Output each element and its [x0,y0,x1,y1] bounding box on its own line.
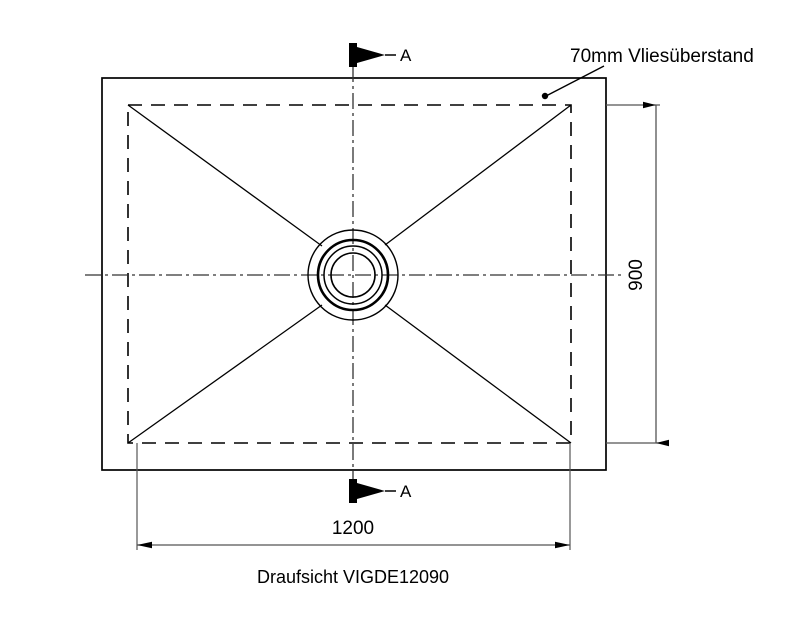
drain-outer-circle [307,229,399,321]
centre-lines [85,66,625,487]
inner-panel-outline [127,104,572,444]
inner-panel-dashed-rect [127,104,572,444]
section-mark-bottom-bar [349,479,357,503]
section-arrow-bottom-icon [357,483,385,499]
drain-ring-circle [316,238,390,312]
section-mark-a-bottom: A [349,479,412,503]
slope-diagonals [127,104,572,444]
outer-panel-rect [101,77,607,471]
slope-line-top-left [127,104,323,247]
section-mark-a-top: A [349,43,412,67]
slope-line-top-right [384,104,572,246]
fleece-overhang-leader-line [545,65,605,97]
section-mark-top-bar [349,43,357,67]
dim-height-label: 900 [626,259,647,291]
section-arrow-top-icon [357,47,385,63]
section-label-bottom: A [400,482,412,501]
slope-line-bottom-right [384,304,572,444]
dimension-width-1200: 1200 [136,443,571,550]
dim-width-label: 1200 [332,518,374,539]
dimension-height-900: 900 [606,101,669,447]
drain-assembly [307,229,399,321]
section-label-top: A [400,46,412,65]
fleece-overhang-leader-dot-icon [541,92,549,100]
fleece-overhang-label: 70mm Vliesüberstand [570,46,754,67]
outer-panel-outline [101,77,607,471]
drawing-caption: Draufsicht VIGDE12090 [257,567,449,587]
drain-grate-circle [323,245,383,305]
slope-line-bottom-left [127,304,323,444]
drain-inner-circle [330,252,376,298]
fleece-overhang-annotation: 70mm Vliesüberstand [541,46,754,100]
